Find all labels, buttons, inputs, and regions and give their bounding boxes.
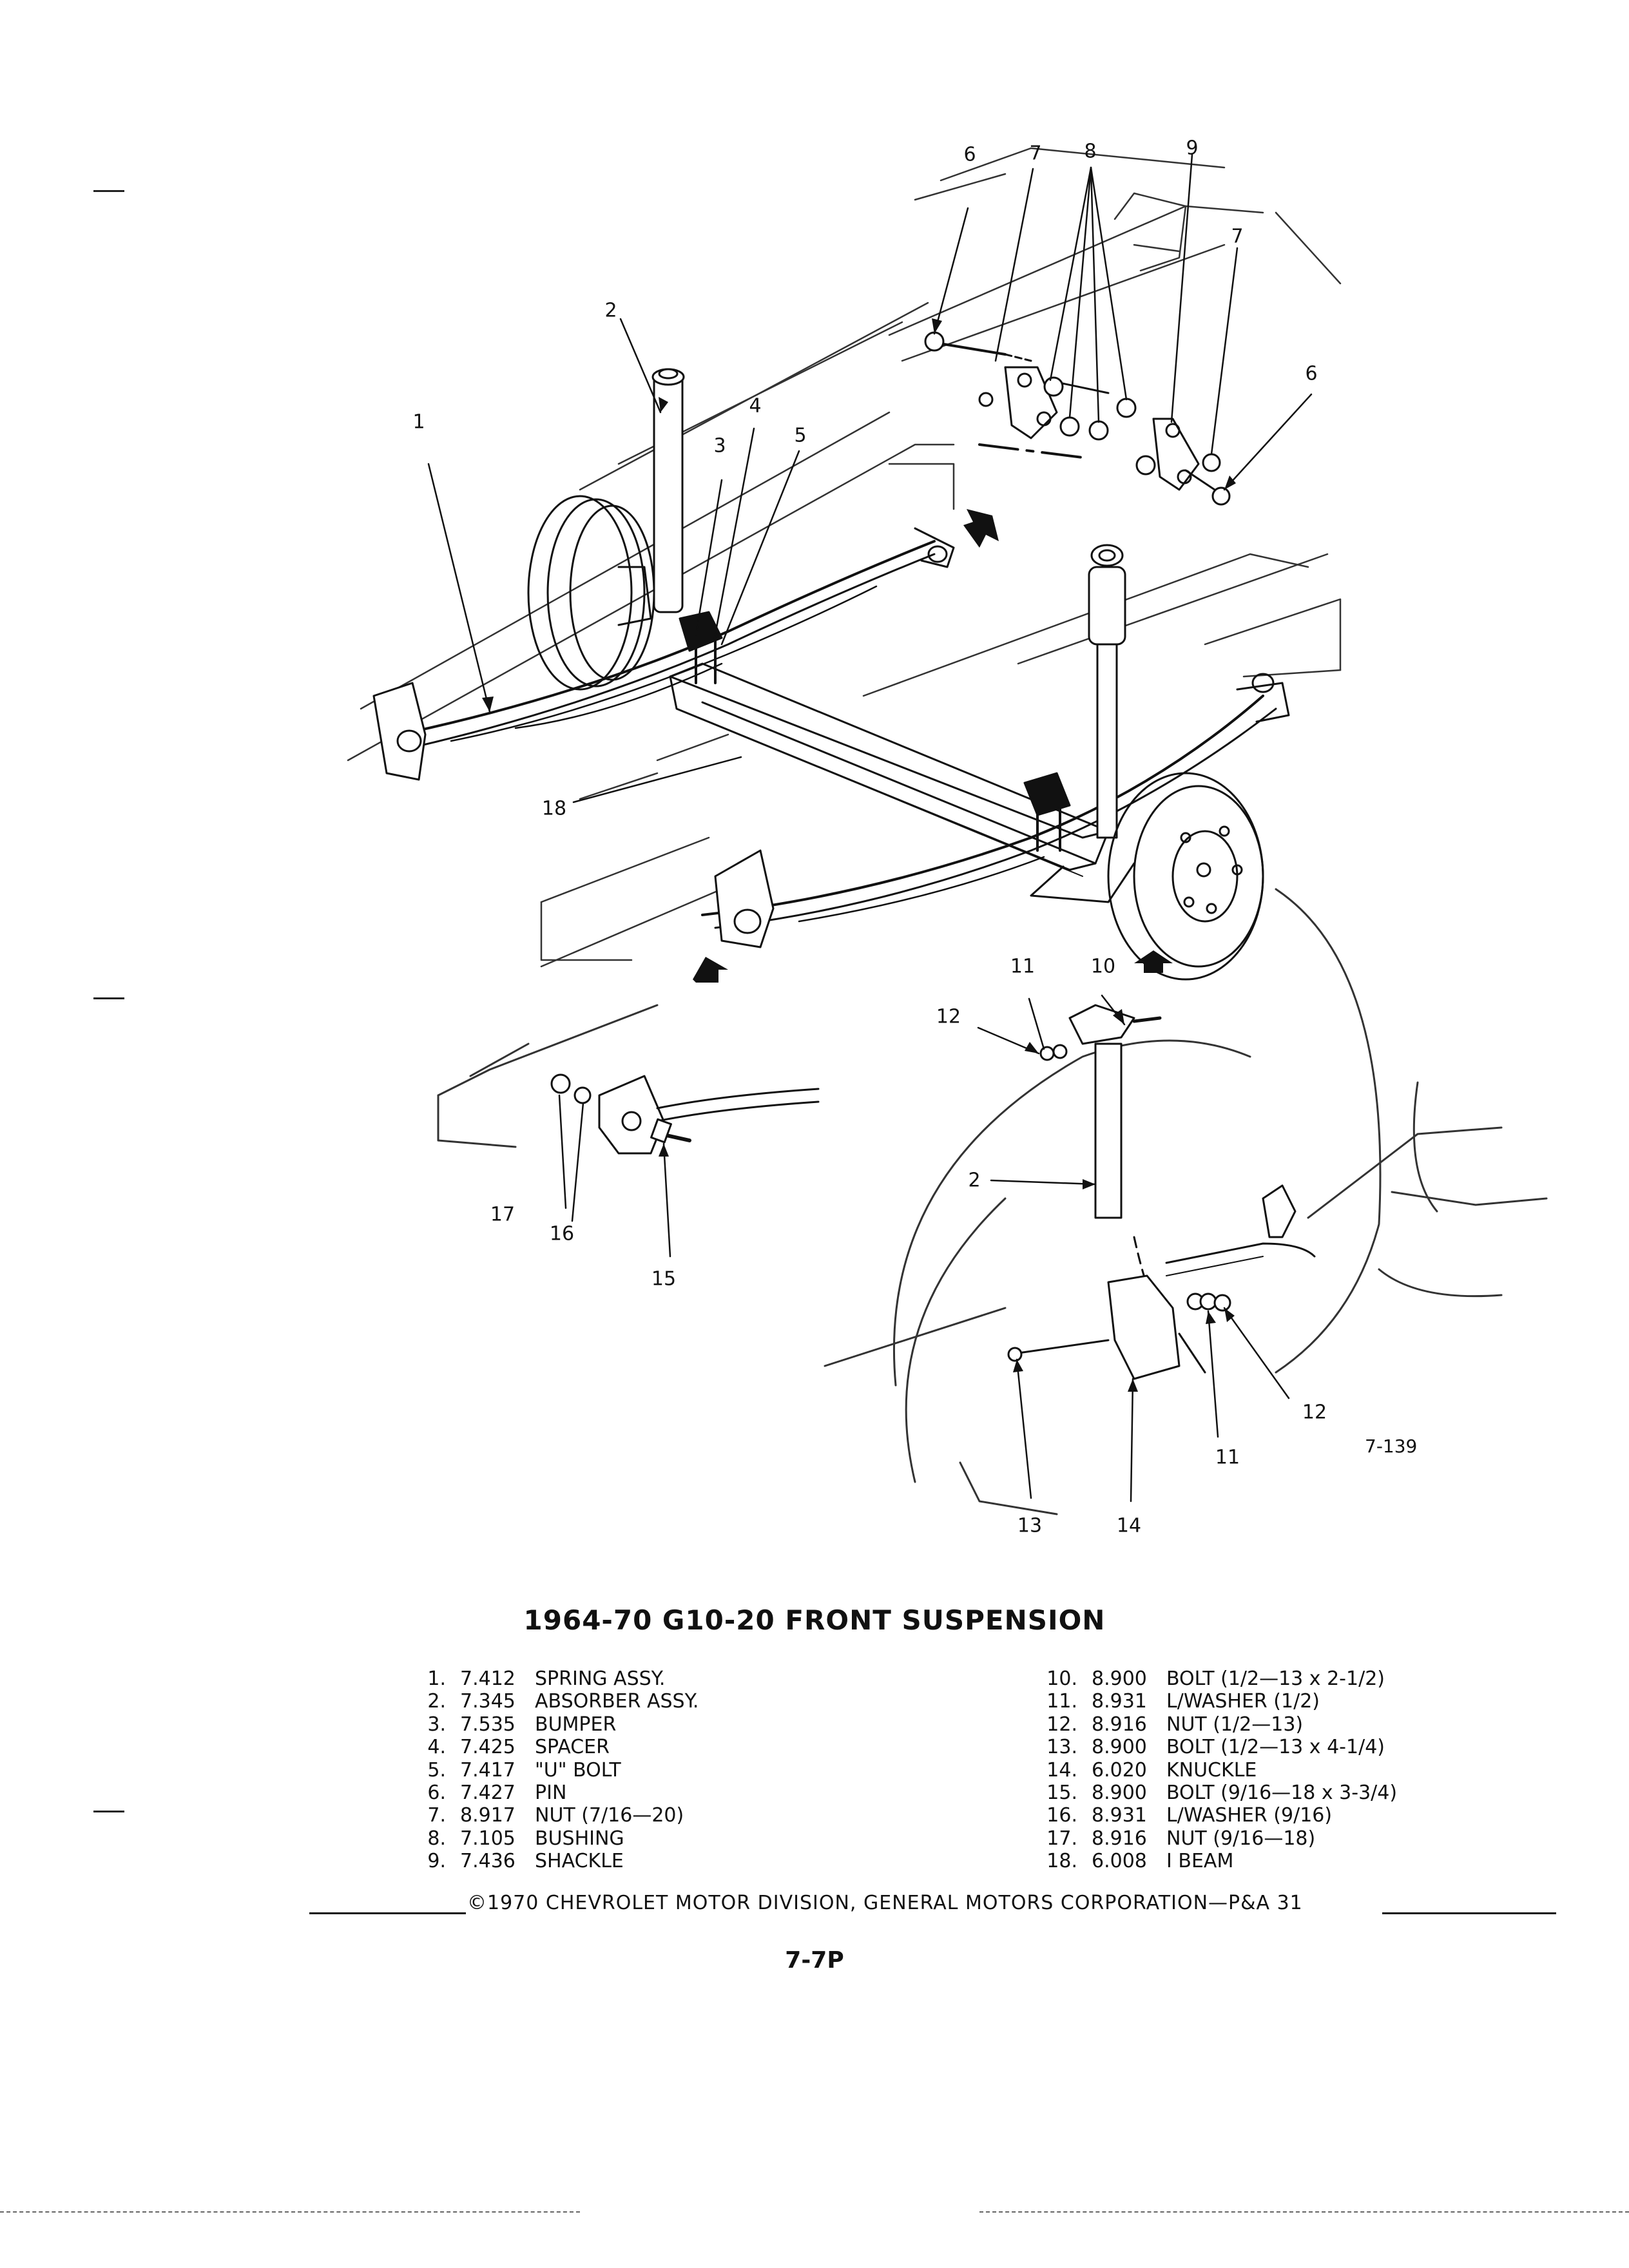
callout-10: 10 <box>1090 955 1116 978</box>
callout-8: 8 <box>1084 140 1097 163</box>
callout-4: 4 <box>749 394 762 418</box>
callout-18: 18 <box>541 797 567 820</box>
callout-12-right: 12 <box>1302 1401 1327 1424</box>
callout-5: 5 <box>794 424 807 447</box>
callout-15: 15 <box>651 1267 677 1291</box>
bottom-rule <box>0 2211 580 2213</box>
callout-3: 3 <box>713 434 726 457</box>
rule-left <box>309 1912 466 1914</box>
rule-right <box>1382 1912 1556 1914</box>
callout-1: 1 <box>412 410 425 434</box>
margin-tick <box>93 1811 124 1812</box>
callout-11-top: 11 <box>1010 955 1036 978</box>
callout-14: 14 <box>1116 1514 1142 1537</box>
margin-tick <box>93 190 124 192</box>
parts-row: 5.7.417"U" BOLT <box>427 1758 621 1782</box>
copyright-text: ©1970 CHEVROLET MOTOR DIVISION, GENERAL … <box>467 1892 1303 1914</box>
callout-16: 16 <box>549 1222 575 1245</box>
callout-13: 13 <box>1017 1514 1043 1537</box>
page-number: 7-7P <box>785 1947 844 1974</box>
callout-9: 9 <box>1186 137 1199 160</box>
callout-17: 17 <box>490 1203 516 1226</box>
callout-12-top: 12 <box>936 1005 961 1028</box>
bottom-rule <box>979 2211 1629 2213</box>
figure-title: 1964-70 G10-20 FRONT SUSPENSION <box>523 1604 1106 1636</box>
callout-6-top: 6 <box>963 143 976 166</box>
figure-reference: 7-139 <box>1365 1436 1418 1457</box>
margin-tick <box>93 997 124 999</box>
callout-2-lower: 2 <box>968 1169 981 1192</box>
front-suspension-illustration <box>347 147 1548 1515</box>
callout-6-right: 6 <box>1305 362 1318 385</box>
callout-2: 2 <box>604 299 617 322</box>
callout-7-top: 7 <box>1029 142 1042 165</box>
callout-7-right: 7 <box>1231 225 1244 248</box>
callout-11-right: 11 <box>1215 1446 1240 1469</box>
